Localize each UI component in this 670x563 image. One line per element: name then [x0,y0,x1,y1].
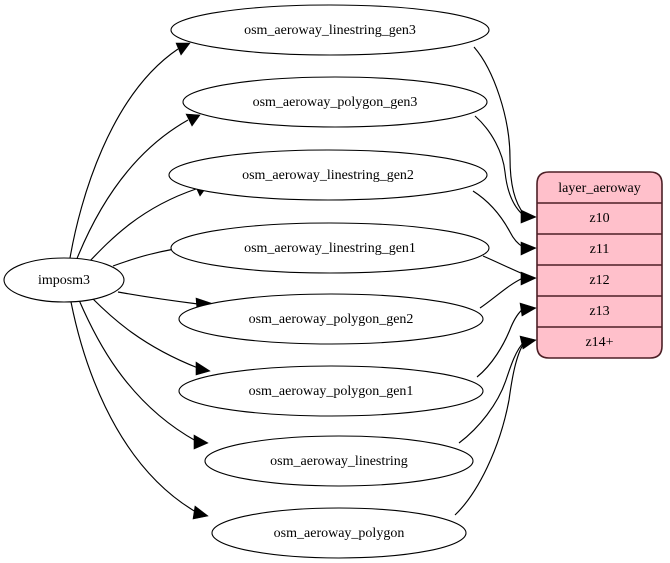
node-osm-aeroway-polygon[interactable]: osm_aeroway_polygon [211,507,467,559]
layer-table-row-z10[interactable]: z10 [589,211,609,226]
node-osm-aeroway-linestring[interactable]: osm_aeroway_linestring [204,435,474,487]
linestring-label: osm_aeroway_linestring [270,454,408,469]
node-osm-aeroway-linestring-gen1[interactable]: osm_aeroway_linestring_gen1 [170,222,490,274]
polygon-gen1-ellipse-shape [178,365,484,417]
edge-linestring-gen1-to-z12 [482,255,524,275]
edge-group-tables-to-layer [454,46,537,516]
arrowhead-polygon-gen3 [185,113,201,127]
layer-table-row-z11-label: z11 [590,242,610,257]
edge-imposm3-to-linestring-gen3 [69,48,179,259]
node-osm-aeroway-linestring-gen2[interactable]: osm_aeroway_linestring_gen2 [168,149,488,201]
layer-table-row-z14[interactable]: z14+ [585,335,613,350]
polygon-gen3-ellipse-shape [182,76,488,128]
edge-imposm3-to-polygon [70,301,197,513]
polygon-gen2-ellipse-shape [178,293,484,345]
polygon-label: osm_aeroway_polygon [274,526,405,541]
arrowhead-z14 [519,335,537,350]
layer-table-row-z10-label: z10 [589,211,609,226]
linestring-ellipse-shape [204,435,474,487]
layer-table-header-label: layer_aeroway [558,181,640,196]
edge-polygon-gen3-to-z10 [474,115,524,216]
arrowhead-polygon [192,505,209,520]
edge-imposm3-to-polygon-gen3 [75,119,189,262]
layer-table-row-z12[interactable]: z12 [589,273,609,288]
node-osm-aeroway-linestring-gen3[interactable]: osm_aeroway_linestring_gen3 [170,4,490,56]
linestring-gen3-ellipse-shape [170,4,490,56]
arrowhead-linestring [193,434,209,450]
layer-table-row-z11[interactable]: z11 [590,242,610,257]
polygon-gen2-label: osm_aeroway_polygon_gen2 [249,312,414,327]
polygon-gen3-label: osm_aeroway_polygon_gen3 [253,95,418,110]
arrowhead-linestring-gen3 [175,42,191,56]
linestring-gen3-label: osm_aeroway_linestring_gen3 [244,23,416,38]
node-osm-aeroway-polygon-gen1[interactable]: osm_aeroway_polygon_gen1 [178,365,484,417]
node-imposm3[interactable]: imposm3 [3,257,125,303]
edge-linestring-to-z14 [458,341,525,444]
arrowhead-z12 [520,271,537,286]
layer-table-outline [536,171,663,359]
imposm3-label: imposm3 [38,273,90,288]
node-osm-aeroway-polygon-gen2[interactable]: osm_aeroway_polygon_gen2 [178,293,484,345]
linestring-gen1-label: osm_aeroway_linestring_gen1 [244,241,416,256]
linestring-gen2-label: osm_aeroway_linestring_gen2 [242,168,414,183]
arrowhead-z13 [519,302,537,317]
arrowhead-z11 [520,241,537,256]
layer-table-row-z13-label: z13 [589,304,609,319]
polygon-gen1-label: osm_aeroway_polygon_gen1 [249,384,414,399]
imposm3-ellipse-shape [3,257,125,303]
layer-table-row-z14-label: z14+ [585,335,613,350]
edge-imposm3-to-polygon-gen1 [91,297,199,369]
layer-table-header-cell: layer_aeroway [558,181,640,196]
edge-imposm3-to-polygon-gen2 [117,291,199,305]
layer-table-row-z13[interactable]: z13 [589,304,609,319]
edge-polygon-gen1-to-z13 [476,308,524,378]
node-layer-aeroway-table[interactable]: layer_aeroway z10 z11 z12 z13 z14+ [536,171,663,359]
linestring-gen1-ellipse-shape [170,222,490,274]
linestring-gen2-ellipse-shape [168,149,488,201]
edge-polygon-to-z14 [454,342,525,516]
polygon-ellipse-shape [211,507,467,559]
edge-linestring-gen2-to-z11 [472,190,524,248]
edge-linestring-gen3-to-z10 [473,46,525,215]
edge-imposm3-to-linestring [78,299,197,442]
edge-polygon-gen2-to-z12 [479,277,524,309]
arrowhead-polygon-gen1 [195,361,211,376]
node-osm-aeroway-polygon-gen3[interactable]: osm_aeroway_polygon_gen3 [182,76,488,128]
edge-imposm3-to-linestring-gen2 [87,188,197,264]
layer-table-row-z12-label: z12 [589,273,609,288]
arrowhead-z10 [520,209,537,224]
